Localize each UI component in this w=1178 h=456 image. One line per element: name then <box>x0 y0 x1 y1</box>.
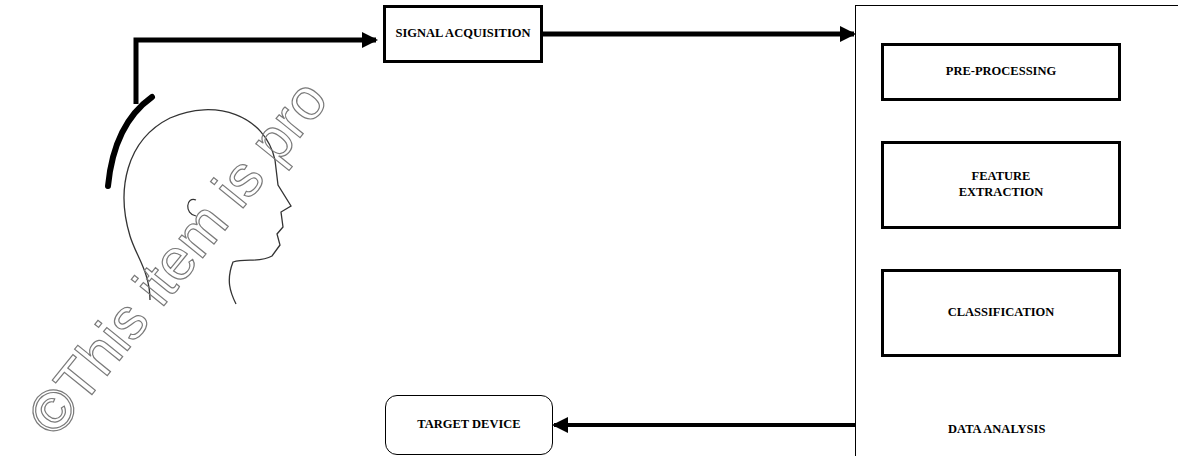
flow-arrow <box>554 423 855 427</box>
process-box: FEATURE EXTRACTION <box>881 141 1121 229</box>
node-label: SIGNAL ACQUISITION <box>395 26 530 42</box>
signal-wire-arrow <box>136 40 376 104</box>
watermark: ©This item is pro <box>15 68 339 447</box>
node-label: PRE-PROCESSING <box>946 64 1056 80</box>
node-label: FEATURE EXTRACTION <box>941 169 1061 200</box>
flow-arrow <box>543 32 854 37</box>
electrode-cap <box>108 97 152 186</box>
group-panel: DATA ANALYSIS PRE-PROCESSING FEATURE EXTRA… <box>855 5 1178 456</box>
process-box: CLASSIFICATION <box>881 269 1121 357</box>
node-label: CLASSIFICATION <box>948 305 1055 321</box>
process-box: PRE-PROCESSING <box>881 43 1121 101</box>
device-box: TARGET DEVICE <box>385 395 553 455</box>
node-label: TARGET DEVICE <box>417 417 520 433</box>
node-label: DATA ANALYSIS <box>948 422 1045 438</box>
process-box: SIGNAL ACQUISITION <box>383 5 543 63</box>
